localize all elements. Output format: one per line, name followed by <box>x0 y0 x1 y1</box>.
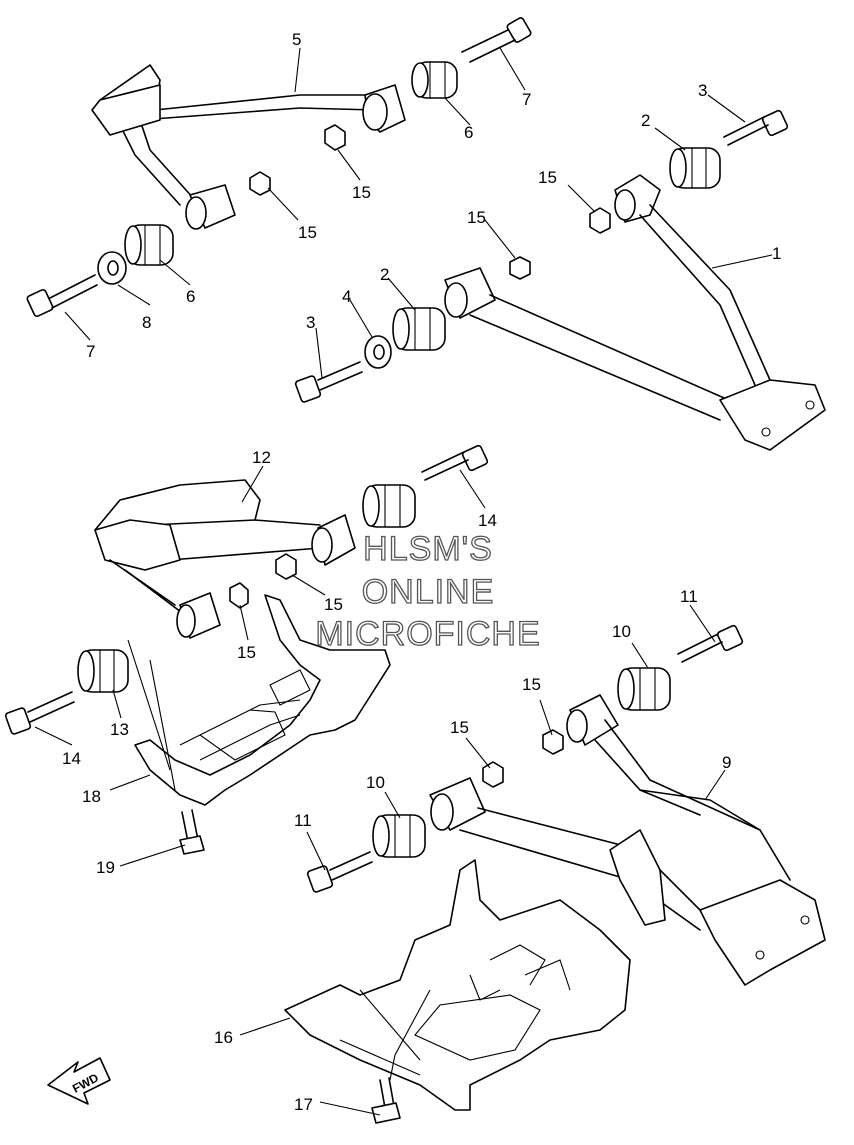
callout-15[interactable]: 15 <box>522 675 541 694</box>
part-16-skid-plate[interactable] <box>284 859 631 1111</box>
callout-1[interactable]: 1 <box>772 244 781 263</box>
part-9-lower-arm[interactable] <box>429 694 826 986</box>
callout-16[interactable]: 16 <box>214 1028 233 1047</box>
part-11-bolt-lower[interactable] <box>306 851 373 893</box>
callout-3[interactable]: 3 <box>306 313 315 332</box>
part-4-washer[interactable] <box>364 335 392 369</box>
callout-10[interactable]: 10 <box>366 773 385 792</box>
part-13-bushing-upper[interactable] <box>362 484 416 528</box>
fwd-arrow-icon: FWD <box>47 1057 111 1105</box>
part-17-bolt[interactable] <box>371 1077 401 1124</box>
callout-15[interactable]: 15 <box>324 595 343 614</box>
part-19-bolt[interactable] <box>179 809 205 855</box>
callout-6[interactable]: 6 <box>464 123 473 142</box>
part-11-bolt-upper[interactable] <box>677 624 744 663</box>
part-1-lower-arm[interactable] <box>444 174 826 451</box>
part-15-nut-b[interactable] <box>249 171 271 196</box>
callout-15[interactable]: 15 <box>352 183 371 202</box>
watermark-line-3: MICROFICHE <box>315 615 540 653</box>
callout-15[interactable]: 15 <box>467 208 486 227</box>
callout-2[interactable]: 2 <box>380 265 389 284</box>
part-8-washer[interactable] <box>97 251 127 285</box>
callouts: 5 7 6 15 15 3 2 15 15 1 6 8 7 2 4 3 12 1… <box>62 30 781 1114</box>
part-3-bolt-upper[interactable] <box>723 109 789 146</box>
watermark: HLSM'S ONLINE MICROFICHE <box>315 529 541 653</box>
skid-mount-line <box>389 989 431 1081</box>
part-6-bushing-lower[interactable] <box>124 224 174 266</box>
part-7-bolt-upper[interactable] <box>461 17 532 63</box>
part-2-bushing-lower[interactable] <box>392 307 446 351</box>
callout-8[interactable]: 8 <box>142 313 151 332</box>
part-13-bushing-lower[interactable] <box>77 649 129 693</box>
callout-15[interactable]: 15 <box>450 718 469 737</box>
part-10-bushing-lower[interactable] <box>372 814 426 858</box>
part-18-guard[interactable] <box>134 594 391 806</box>
callout-10[interactable]: 10 <box>612 622 631 641</box>
callout-6[interactable]: 6 <box>186 287 195 306</box>
callout-9[interactable]: 9 <box>722 753 731 772</box>
callout-15[interactable]: 15 <box>298 223 317 242</box>
part-14-bolt-upper[interactable] <box>421 444 489 481</box>
callout-7[interactable]: 7 <box>86 342 95 361</box>
callout-18[interactable]: 18 <box>82 787 101 806</box>
leader-lines <box>34 47 773 1116</box>
part-3-bolt-lower[interactable] <box>294 361 363 403</box>
part-15-nut-a[interactable] <box>324 124 346 151</box>
part-12-upper-arm[interactable] <box>94 479 356 639</box>
watermark-line-2: ONLINE <box>362 573 495 611</box>
part-15-nut-f[interactable] <box>229 582 249 609</box>
callout-5[interactable]: 5 <box>292 30 301 49</box>
callout-12[interactable]: 12 <box>252 448 271 467</box>
part-10-bushing-upper[interactable] <box>617 667 671 711</box>
callout-7[interactable]: 7 <box>522 90 531 109</box>
callout-17[interactable]: 17 <box>294 1095 313 1114</box>
callout-14[interactable]: 14 <box>478 511 497 530</box>
watermark-line-1: HLSM'S <box>363 530 493 568</box>
callout-11[interactable]: 11 <box>680 587 698 606</box>
callout-15[interactable]: 15 <box>237 643 256 662</box>
part-14-bolt-lower[interactable] <box>4 691 75 735</box>
callout-2[interactable]: 2 <box>641 111 650 130</box>
callout-14[interactable]: 14 <box>62 749 81 768</box>
callout-11[interactable]: 11 <box>294 811 312 830</box>
callout-13[interactable]: 13 <box>110 720 129 739</box>
part-15-nut-c[interactable] <box>589 207 611 234</box>
part-15-nut-e[interactable] <box>275 553 297 580</box>
callout-19[interactable]: 19 <box>96 858 115 877</box>
guard-mount-line <box>127 639 176 791</box>
part-15-nut-h[interactable] <box>482 761 504 788</box>
callout-4[interactable]: 4 <box>342 287 351 306</box>
part-2-bushing-upper[interactable] <box>669 147 721 189</box>
part-15-nut-d[interactable] <box>509 256 531 280</box>
part-5-upper-arm[interactable] <box>91 64 406 230</box>
part-7-bolt-lower[interactable] <box>26 274 98 318</box>
callout-3[interactable]: 3 <box>698 81 707 100</box>
part-15-nut-g[interactable] <box>542 729 564 755</box>
part-6-bushing-upper[interactable] <box>411 61 458 99</box>
callout-15[interactable]: 15 <box>538 168 557 187</box>
